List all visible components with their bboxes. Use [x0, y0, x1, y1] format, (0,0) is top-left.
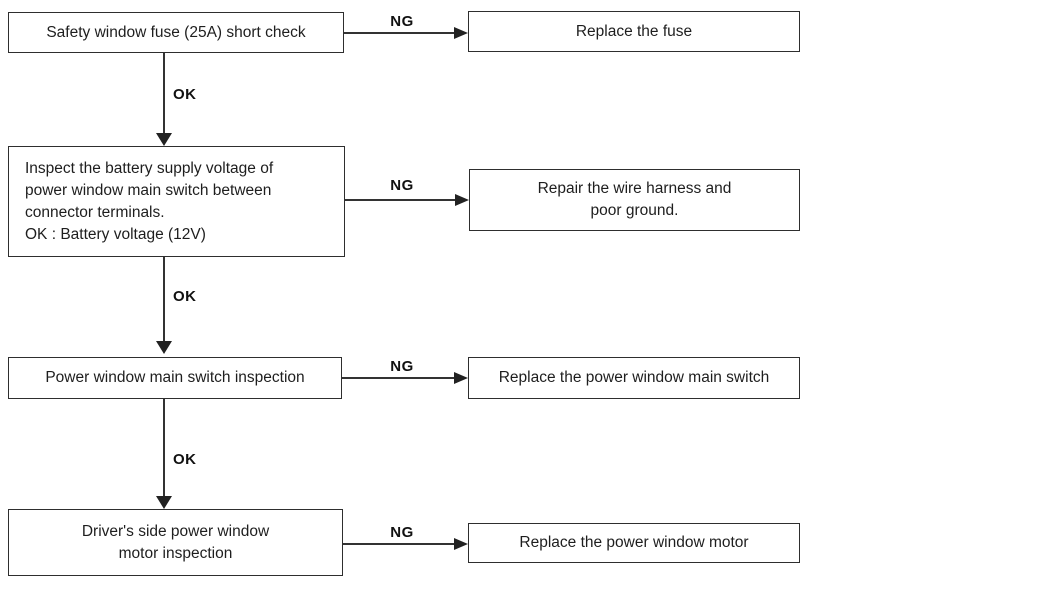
step-box-motor-inspection: Driver's side power window motor inspect…	[8, 509, 343, 576]
step-text: Driver's side power window motor inspect…	[81, 522, 270, 562]
ok-label-2: OK	[173, 288, 197, 305]
remedy-text: Replace the power window motor	[519, 534, 749, 551]
remedy-text: Replace the fuse	[575, 22, 693, 40]
remedy-box-repair-harness: Repair the wire harness and poor ground.	[469, 169, 800, 231]
remedy-text: Repair the wire harness and poor ground.	[537, 180, 732, 219]
arrowhead-right-icon	[454, 538, 468, 550]
step-text: Power window main switch inspection	[45, 369, 305, 386]
ng-label-2: NG	[390, 177, 414, 194]
ok-connector-line-3	[163, 399, 165, 496]
arrowhead-right-icon	[454, 372, 468, 384]
arrowhead-down-icon	[156, 133, 172, 146]
step-box-fuse-check: Safety window fuse (25A) short check	[8, 12, 344, 53]
remedy-box-replace-main-switch: Replace the power window main switch	[468, 357, 800, 399]
ng-connector-line-1	[344, 32, 455, 34]
step-text: Safety window fuse (25A) short check	[46, 23, 306, 41]
step-text: Inspect the battery supply voltage of po…	[25, 159, 274, 243]
ng-label-3: NG	[390, 358, 414, 375]
arrowhead-right-icon	[455, 194, 469, 206]
step-box-main-switch-inspection: Power window main switch inspection	[8, 357, 342, 399]
ng-connector-line-3	[342, 377, 455, 379]
ng-label-1: NG	[390, 13, 414, 30]
ng-connector-line-2	[345, 199, 456, 201]
ng-connector-line-4	[343, 543, 455, 545]
step-box-battery-voltage-inspection: Inspect the battery supply voltage of po…	[8, 146, 345, 257]
remedy-box-replace-motor: Replace the power window motor	[468, 523, 800, 563]
ok-label-1: OK	[173, 86, 197, 103]
ok-connector-line-1	[163, 53, 165, 135]
arrowhead-down-icon	[156, 496, 172, 509]
remedy-text: Replace the power window main switch	[498, 369, 770, 386]
arrowhead-right-icon	[454, 27, 468, 39]
ok-connector-line-2	[163, 257, 165, 341]
arrowhead-down-icon	[156, 341, 172, 354]
ok-label-3: OK	[173, 451, 197, 468]
remedy-box-replace-fuse: Replace the fuse	[468, 11, 800, 52]
ng-label-4: NG	[390, 524, 414, 541]
